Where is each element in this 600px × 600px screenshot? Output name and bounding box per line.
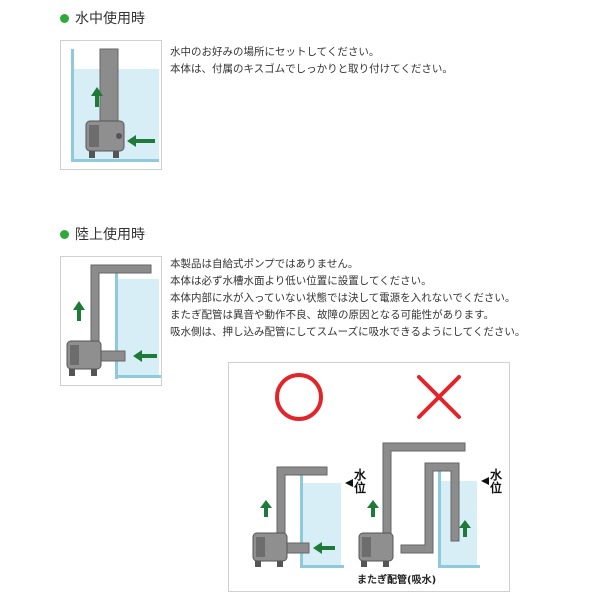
tank-bottom	[115, 375, 161, 378]
section-title: 水中使用時	[75, 11, 145, 27]
piping-comparison-illustration	[252, 373, 489, 568]
tank-bottom	[71, 159, 159, 162]
tank-bottom	[438, 565, 480, 568]
left-arrow-icon	[313, 542, 335, 554]
instruction-line: 水中のお好みの場所にセットしてください。	[170, 46, 380, 58]
straddle-piping-caption: またぎ配管(吸水)	[357, 575, 437, 586]
instruction-line: 本体は、付属のキスゴムでしっかりと取り付けてください。	[170, 63, 453, 75]
tank-bottom	[300, 565, 344, 568]
land-pump-illustration	[66, 264, 161, 379]
tank-wall	[300, 473, 303, 567]
straddle-intake-pipe	[400, 462, 460, 554]
incorrect-piping-diagram	[358, 442, 489, 568]
intake-pipe	[98, 350, 126, 362]
instruction-line: 本体は必ず水槽水面より低い位置に設置してください。	[170, 275, 432, 287]
pump-intake	[116, 133, 122, 139]
section-heading-underwater: 水中使用時	[60, 8, 145, 28]
instruction-line: 吸水側は、押し込み配管にしてスムーズに吸水できるようにしてください。	[170, 326, 526, 338]
up-arrow-icon	[367, 500, 379, 517]
pump-foot	[255, 561, 261, 567]
tank-wall	[115, 269, 118, 379]
tank-wall	[71, 49, 74, 161]
outlet-pipe	[99, 48, 119, 128]
bullet-dot-icon	[60, 229, 69, 239]
correct-piping-diagram	[252, 466, 353, 568]
left-arrow-icon	[133, 350, 157, 362]
pump-foot	[69, 369, 75, 376]
pump-motor	[70, 345, 79, 365]
ok-circle-icon	[275, 373, 323, 421]
ng-cross-icon	[417, 375, 461, 419]
instruction-line: またぎ配管は異音や動作不良、故障の原因となる可能性があります。	[170, 309, 495, 321]
pump-foot	[361, 561, 367, 567]
pump-motor	[362, 537, 371, 557]
pump-foot	[89, 151, 95, 158]
up-arrow-icon	[459, 520, 471, 537]
land-instructions: 本製品は自給式ポンプではありません。 本体は必ず水槽水面より低い位置に設置してく…	[170, 256, 525, 341]
instruction-line: 本体内部に水が入っていない状態では決して電源を入れないでください。	[170, 292, 516, 304]
intake-pipe	[284, 542, 310, 554]
up-arrow-icon	[260, 500, 272, 517]
water-level-label: 水位	[353, 468, 366, 495]
underwater-pump-illustration	[71, 48, 159, 162]
pump-motor	[89, 125, 99, 147]
instruction-line: 本製品は自給式ポンプではありません。	[170, 258, 359, 270]
up-arrow-icon	[73, 301, 85, 321]
piping-comparison-panel: 水位 水位 またぎ配管(吸水)	[228, 362, 510, 592]
pump-foot	[383, 561, 389, 567]
pump-foot	[277, 561, 283, 567]
pump-foot	[91, 369, 97, 376]
left-arrow-icon	[127, 135, 155, 147]
land-usage-figure	[60, 256, 162, 386]
water-level-marker-icon	[345, 479, 353, 487]
section-heading-land: 陸上使用時	[60, 224, 145, 244]
underwater-instructions: 水中のお好みの場所にセットしてください。 本体は、付属のキスゴムでしっかりと取り…	[170, 44, 453, 78]
tank-wall	[438, 471, 441, 567]
pump-foot	[113, 151, 119, 158]
water-level-label: 水位	[489, 468, 502, 495]
bullet-dot-icon	[60, 13, 69, 23]
up-arrow-icon	[91, 87, 103, 107]
section-title: 陸上使用時	[75, 227, 145, 243]
tank-water	[117, 279, 159, 377]
pump-motor	[256, 537, 265, 557]
water-level-marker-icon	[481, 477, 489, 485]
underwater-usage-figure	[60, 40, 162, 170]
